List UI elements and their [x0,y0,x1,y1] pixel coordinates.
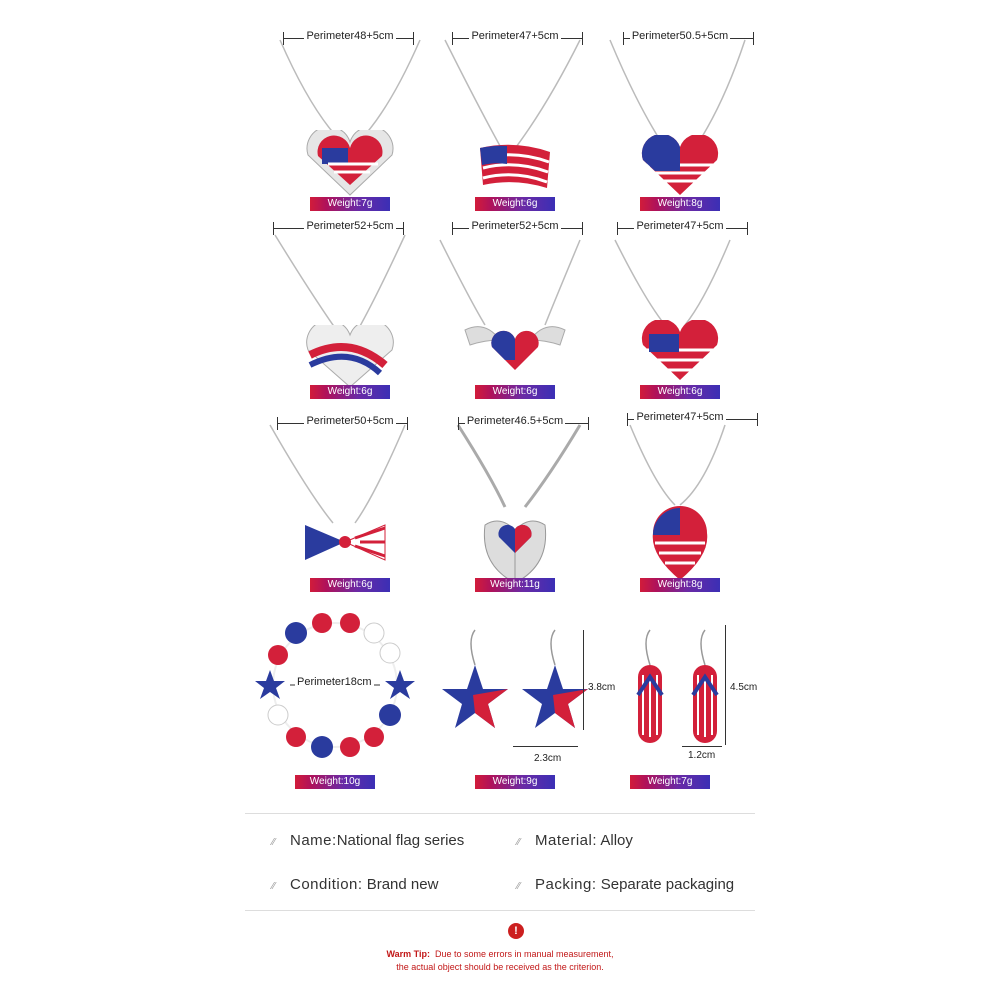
crystal-heart-pendant [641,135,719,195]
bullet-icon: ⁄⁄ [272,881,276,892]
chain-graphic [609,39,746,141]
weight-label: Weight:8g [640,578,720,592]
warm-tip: Warm Tip: Due to some errors in manual m… [300,948,700,974]
bullet-icon: ⁄⁄ [272,837,276,848]
warning-icon: ! [508,923,524,939]
flipflop-earrings-card: 4.5cm 1.2cm Weight:7g [610,605,800,795]
height-dimension-line [583,630,584,730]
weight-label: Weight:11g [475,578,555,592]
necklace-card: Perimeter52+5cm Weight:6g [255,200,445,399]
width-dimension-line [682,746,722,747]
weight-label: Weight:6g [475,197,555,211]
spec-condition: ⁄⁄Condition: Brand new [272,876,439,893]
perimeter-measure: Perimeter47+5cm [420,28,610,50]
width-dimension-line [513,746,578,747]
perimeter-measure: Perimeter46.5+5cm [420,413,610,435]
chain-graphic [269,424,406,524]
weight-label: Weight:6g [640,385,720,399]
necklace-card: Perimeter52+5cm Weight:6g [420,200,610,399]
perimeter-measure: Perimeter52+5cm [255,218,445,240]
perimeter-measure: Perimeter47+5cm [585,218,775,240]
heart-flag-pendant [306,130,394,196]
winged-heart-pendant [464,326,566,370]
chain-graphic [456,424,582,508]
warm-tip-line1: Due to some errors in manual measurement… [434,949,614,959]
bullet-icon: ⁄⁄ [517,837,521,848]
divider [245,813,755,814]
perimeter-measure: Perimeter50.5+5cm [585,28,775,50]
flipflop-width: 1.2cm [688,750,716,761]
necklace-card: Perimeter46.5+5cm Weight:11g [420,395,610,592]
weight-label: Weight:8g [640,197,720,211]
perimeter-measure: Perimeter52+5cm [420,218,610,240]
heart-flag-pendant [641,320,719,380]
weight-label: Weight:6g [310,385,390,399]
star-width: 2.3cm [534,753,562,764]
bracelet-card: Perimeter18cm Weight:10g [240,605,430,795]
weight-label: Weight:6g [475,385,555,399]
necklace-card: Perimeter47+5cm Weight:8g [585,395,775,592]
flipflop-earrings [636,629,719,743]
warm-tip-line2: the actual object should be received as … [396,962,604,972]
angel-wings-pendant [483,520,547,584]
divider [245,910,755,911]
bullet-icon: ⁄⁄ [517,881,521,892]
bow-pendant [305,524,386,561]
product-grid: Perimeter48+5cm Weight:7g Perimeter47+5c… [240,10,800,795]
warm-tip-label: Warm Tip: [386,949,430,959]
weight-label: Weight:7g [630,775,710,789]
height-dimension-line [725,625,726,745]
star-earrings [442,629,588,728]
perimeter-measure: Perimeter48+5cm [255,28,445,50]
waving-flag-pendant [480,144,550,188]
necklace-card: Perimeter50+5cm Weight:6g [255,395,445,592]
chain-graphic [629,424,726,506]
necklace-card: Perimeter47+5cm Weight:6g [585,200,775,399]
spec-packing: ⁄⁄Packing: Separate packaging [517,876,735,893]
weight-label: Weight:10g [295,775,375,789]
chain-graphic [439,239,581,326]
perimeter-measure: Perimeter47+5cm [585,409,775,431]
necklace-card: Perimeter50.5+5cm Weight:8g [585,10,775,211]
hot-air-balloon-pendant [652,506,708,580]
star-earrings-card: 3.8cm 2.3cm Weight:9g [435,605,625,795]
perimeter-measure: Perimeter50+5cm [255,413,445,435]
weight-label: Weight:7g [310,197,390,211]
star-height: 3.8cm [588,682,616,693]
bracelet-perimeter: Perimeter18cm [295,676,374,688]
weight-label: Weight:6g [310,578,390,592]
necklace-card: Perimeter47+5cm Weight:6g [420,10,610,211]
flipflop-height: 4.5cm [730,682,758,693]
weight-label: Weight:9g [475,775,555,789]
rhinestone-heart-pendant [306,325,394,388]
spec-material: ⁄⁄Material: Alloy [517,832,633,849]
beaded-bracelet [255,613,415,758]
chain-graphic [444,39,581,156]
necklace-card: Perimeter48+5cm Weight:7g [255,10,445,211]
spec-name: ⁄⁄Name:National flag series [272,832,465,849]
